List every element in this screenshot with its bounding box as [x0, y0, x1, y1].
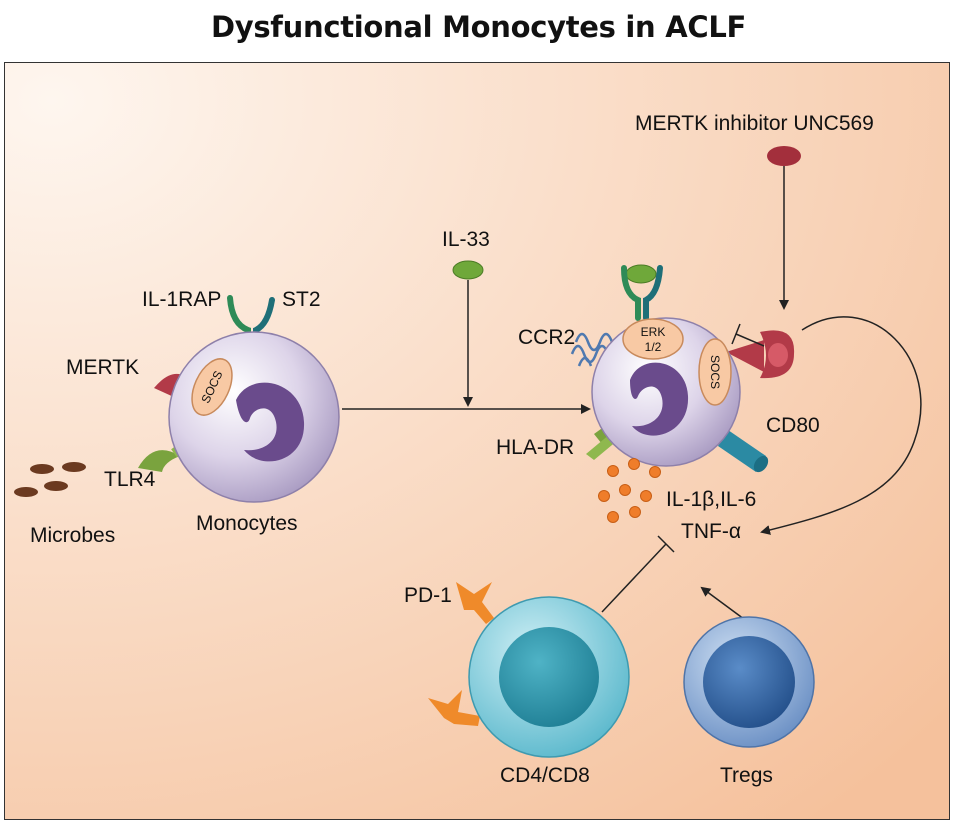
il1rap-receptor	[227, 295, 251, 347]
cd4cd8-cell	[428, 582, 630, 758]
label-microbes: Microbes	[30, 524, 115, 547]
label-cytokines-line1: IL-1β,IL-6	[666, 488, 756, 511]
label-ccr2: CCR2	[518, 326, 575, 349]
diagram-canvas: SOCS IL-1RAP ST2 MERTK TLR4 Microbes Mon…	[4, 62, 950, 820]
tcell-inhibition-line	[601, 543, 667, 613]
monocyte-cell	[168, 331, 340, 503]
cytokine-dots	[598, 458, 661, 523]
cd80-receptor	[718, 430, 766, 472]
label-inhibitor: MERTK inhibitor UNC569	[635, 112, 874, 135]
unc569-molecule	[767, 146, 801, 166]
monocyte-nucleus	[236, 382, 305, 462]
activated-nucleus	[630, 362, 689, 436]
pd1-receptor	[456, 582, 494, 624]
socs-left	[191, 358, 233, 416]
activated-monocyte: ERK 1/2 SOCS	[570, 264, 795, 473]
label-il1rap: IL-1RAP	[142, 288, 221, 311]
figure-title: Dysfunctional Monocytes in ACLF	[210, 10, 747, 44]
resting-monocyte: SOCS	[138, 295, 340, 503]
label-il33: IL-33	[442, 228, 490, 251]
mertk-receptor-active	[726, 340, 764, 372]
treg-nucleus	[703, 636, 795, 728]
label-tlr4: TLR4	[104, 468, 156, 491]
label-hladr: HLA-DR	[496, 436, 574, 459]
erk-label-line2: 1/2	[645, 340, 662, 354]
tregs-arrow	[700, 586, 749, 623]
mertk-to-cytokines-arrow	[760, 316, 922, 535]
microbe	[44, 481, 68, 491]
label-mertk: MERTK	[66, 356, 139, 379]
label-st2: ST2	[282, 288, 321, 311]
label-pd1: PD-1	[404, 584, 452, 607]
label-monocytes: Monocytes	[196, 512, 298, 535]
erk-complex	[622, 318, 684, 360]
microbe	[14, 487, 38, 497]
ccr2-receptor	[570, 332, 614, 367]
socs-inhibition-bar	[731, 323, 741, 345]
st2-receptor	[253, 297, 275, 347]
tlr4-receptor	[138, 450, 180, 472]
erk-label-line1: ERK	[641, 325, 666, 339]
pd1-receptor	[428, 690, 480, 726]
label-tregs: Tregs	[720, 764, 773, 787]
microbe	[30, 464, 54, 474]
label-cytokines-line2: TNF-α	[681, 520, 741, 543]
socs-inhibition-line	[735, 333, 765, 347]
label-cd80: CD80	[766, 414, 820, 437]
microbes-cluster	[14, 462, 86, 497]
tcell-nucleus	[499, 627, 599, 727]
bound-il33	[625, 264, 657, 284]
tcell-inhibition-bar	[657, 535, 675, 553]
treg-cell	[683, 616, 815, 748]
socs-right-label: SOCS	[708, 355, 722, 389]
socs-right	[698, 338, 732, 406]
microbe	[62, 462, 86, 472]
label-cd4cd8: CD4/CD8	[500, 764, 590, 787]
il33-ligand	[452, 260, 484, 280]
